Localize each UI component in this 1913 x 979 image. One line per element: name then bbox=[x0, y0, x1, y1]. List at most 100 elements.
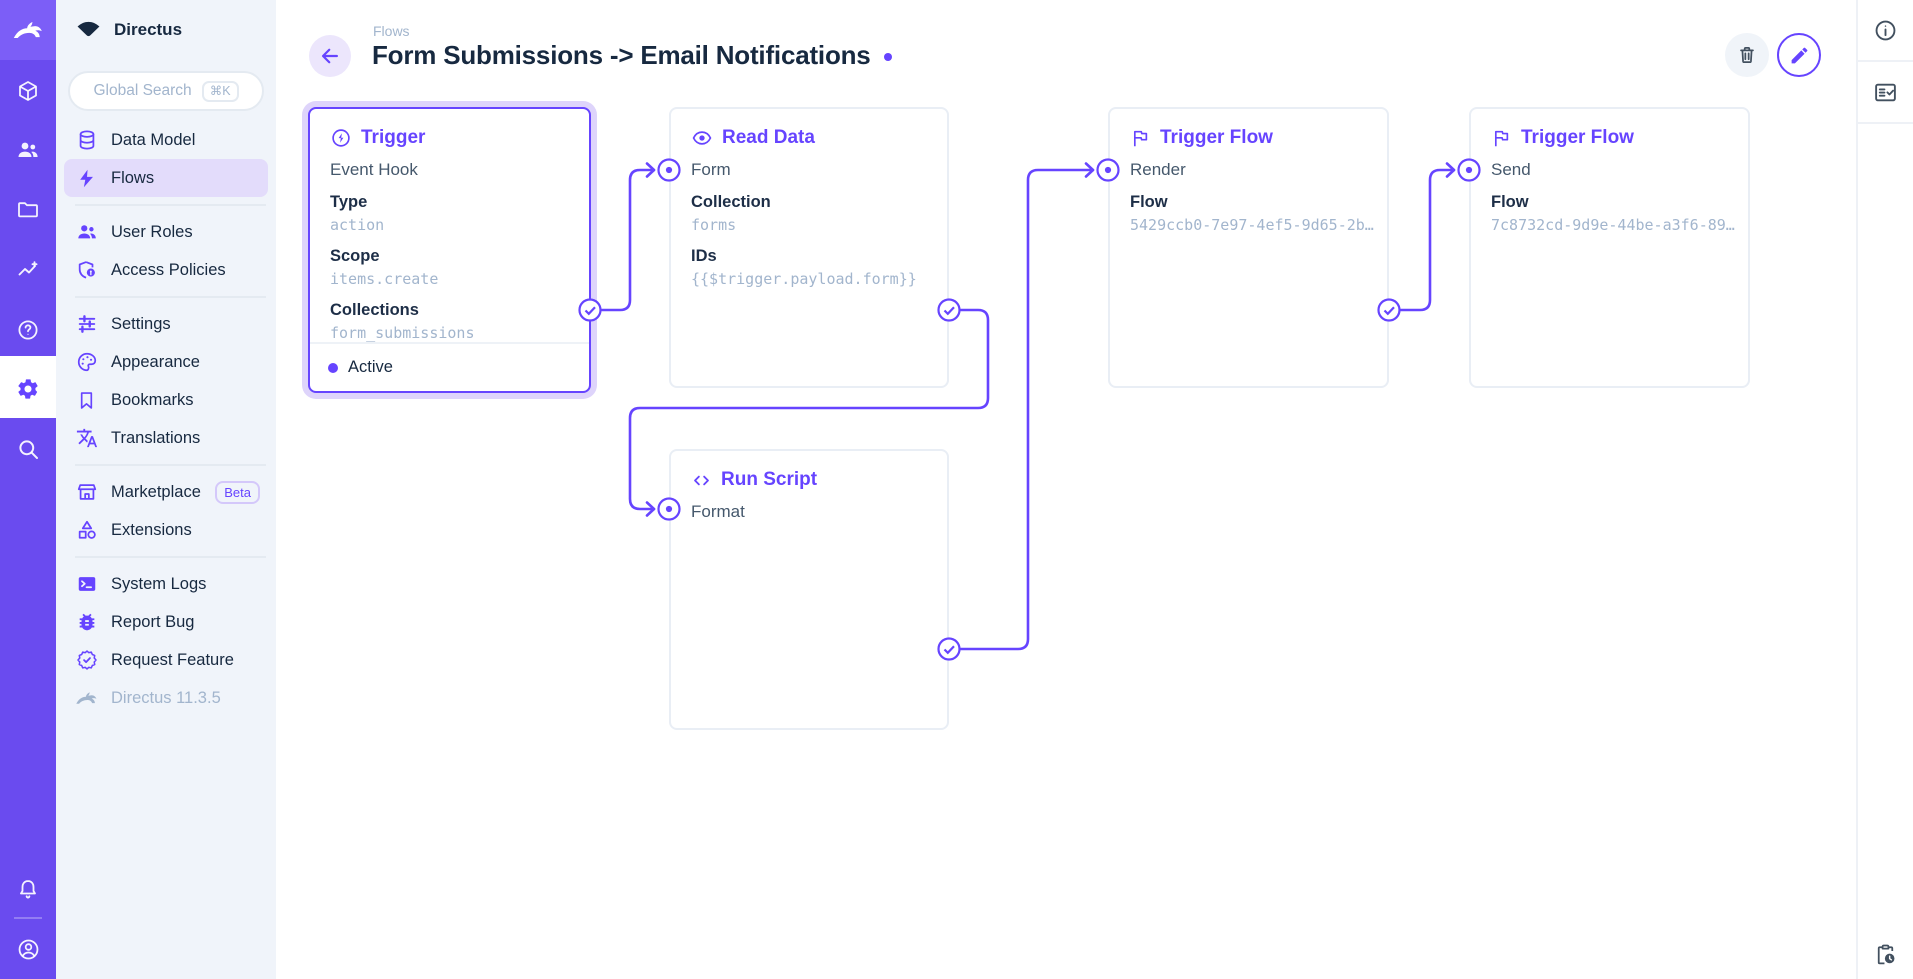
sidebar-item-extensions[interactable]: Extensions bbox=[64, 511, 268, 549]
edit-flow-button[interactable] bbox=[1777, 33, 1821, 77]
breadcrumb[interactable]: Flows bbox=[373, 23, 410, 39]
field-value: action bbox=[330, 216, 385, 234]
sidebar-item-label: Access Policies bbox=[111, 260, 226, 279]
directus-logo-tile[interactable] bbox=[0, 0, 56, 60]
bookmark-icon bbox=[75, 389, 98, 412]
translate-icon bbox=[75, 427, 98, 450]
trigger-status-row: Active bbox=[310, 342, 589, 391]
people-icon bbox=[75, 221, 98, 244]
flow-panel-run-script[interactable]: Run Script Format bbox=[669, 449, 949, 730]
panel-name: Event Hook bbox=[330, 160, 418, 179]
field-value: 5429ccb0-7e97-4ef5-9d65-2b… bbox=[1130, 216, 1374, 234]
pending-actions-icon bbox=[1877, 944, 1895, 965]
sidebar-item-label: Appearance bbox=[111, 352, 200, 371]
sidebar-item-user-roles[interactable]: User Roles bbox=[64, 213, 268, 251]
module-bar bbox=[0, 0, 56, 979]
settings-module-button[interactable] bbox=[0, 367, 56, 411]
users-module-button[interactable] bbox=[0, 128, 56, 172]
directus-rabbit-icon bbox=[13, 22, 42, 38]
palette-icon bbox=[75, 351, 98, 374]
sidebar-item-version[interactable]: Directus 11.3.5 bbox=[64, 679, 268, 717]
notifications-button[interactable] bbox=[0, 867, 56, 911]
docs-module-button[interactable] bbox=[0, 308, 56, 352]
page-title: Form Submissions -> Email Notifications bbox=[372, 40, 871, 70]
field-label: Collections bbox=[330, 301, 419, 319]
bolt-circle-icon bbox=[332, 129, 350, 147]
field-label: Type bbox=[330, 193, 368, 211]
sidebar-item-settings[interactable]: Settings bbox=[64, 305, 268, 343]
bell-icon bbox=[20, 880, 36, 899]
beta-badge: Beta bbox=[215, 480, 260, 504]
arrowhead bbox=[1084, 162, 1095, 178]
storefront-icon bbox=[75, 481, 98, 504]
connection-render-send bbox=[1398, 168, 1456, 312]
field-value: form_submissions bbox=[330, 324, 475, 342]
panel-title: Read Data bbox=[722, 127, 815, 148]
info-sidebar-button[interactable] bbox=[1858, 0, 1913, 62]
nav-list: Data Model Flows User Roles bbox=[56, 121, 276, 717]
panel-name: Send bbox=[1491, 160, 1531, 179]
panel-title-row: Read Data bbox=[671, 109, 947, 149]
field-label: Flow bbox=[1130, 193, 1168, 211]
sidebar-item-system-logs[interactable]: System Logs bbox=[64, 565, 268, 603]
field-value: items.create bbox=[330, 270, 439, 288]
sidebar-divider bbox=[56, 457, 276, 473]
panel-title-row: Trigger Flow bbox=[1471, 109, 1748, 149]
field-label: Flow bbox=[1491, 193, 1529, 211]
terminal-icon bbox=[75, 573, 98, 596]
search-shortcut-key: ⌘K bbox=[201, 80, 239, 102]
files-module-button[interactable] bbox=[0, 188, 56, 232]
back-button[interactable] bbox=[309, 35, 351, 77]
panel-title: Run Script bbox=[721, 469, 818, 490]
panel-title: Trigger Flow bbox=[1521, 127, 1634, 148]
info-icon bbox=[1875, 20, 1896, 40]
sidebar-item-label: Request Feature bbox=[111, 650, 234, 669]
account-button[interactable] bbox=[0, 927, 56, 971]
sidebar-item-label: Flows bbox=[111, 168, 155, 187]
sidebar-item-marketplace[interactable]: Marketplace Beta bbox=[64, 473, 268, 511]
title-row: Form Submissions -> Email Notifications bbox=[372, 40, 892, 71]
tune-icon bbox=[75, 313, 98, 336]
folder-icon bbox=[18, 202, 38, 218]
sidebar-item-data-model[interactable]: Data Model bbox=[64, 121, 268, 159]
status-badge: Active bbox=[348, 358, 393, 376]
panel-title: Trigger bbox=[361, 127, 426, 148]
sidebar-item-report-bug[interactable]: Report Bug bbox=[64, 603, 268, 641]
flow-detail-sidebar-button[interactable] bbox=[1858, 62, 1913, 124]
sidebar-item-label: Settings bbox=[111, 314, 171, 333]
global-search-input[interactable]: Global Search ⌘K bbox=[68, 71, 264, 111]
sidebar-item-access-policies[interactable]: Access Policies bbox=[64, 251, 268, 289]
sidebar-item-request-feature[interactable]: Request Feature bbox=[64, 641, 268, 679]
sidebar-item-flows[interactable]: Flows bbox=[64, 159, 268, 197]
panel-title: Trigger Flow bbox=[1160, 127, 1273, 148]
delete-flow-button[interactable] bbox=[1725, 33, 1769, 77]
sidebar-item-appearance[interactable]: Appearance bbox=[64, 343, 268, 381]
shapes-icon bbox=[75, 519, 98, 542]
content-module-button[interactable] bbox=[0, 69, 56, 113]
sidebar-item-label: Extensions bbox=[111, 520, 192, 539]
insights-module-button[interactable] bbox=[0, 249, 56, 293]
module-bar-divider bbox=[14, 917, 42, 919]
search-icon bbox=[19, 440, 38, 459]
active-module-notch bbox=[0, 356, 56, 418]
bug-icon bbox=[75, 611, 98, 634]
arrowhead bbox=[645, 162, 656, 178]
search-module-button[interactable] bbox=[0, 427, 56, 471]
sidebar-item-translations[interactable]: Translations bbox=[64, 419, 268, 457]
flag-icon bbox=[1133, 130, 1148, 146]
connection-trigger-readdata bbox=[599, 168, 656, 312]
sidebar-item-bookmarks[interactable]: Bookmarks bbox=[64, 381, 268, 419]
sidebar-item-label: User Roles bbox=[111, 222, 193, 241]
sidebar-divider bbox=[56, 289, 276, 305]
field-label: Collection bbox=[691, 193, 771, 211]
field-value: forms bbox=[691, 216, 737, 234]
unsaved-changes-dot bbox=[883, 53, 892, 61]
pending-revisions-button[interactable] bbox=[1858, 942, 1913, 967]
project-logo-icon bbox=[77, 21, 100, 36]
panel-title-row: Trigger Flow bbox=[1110, 109, 1387, 149]
